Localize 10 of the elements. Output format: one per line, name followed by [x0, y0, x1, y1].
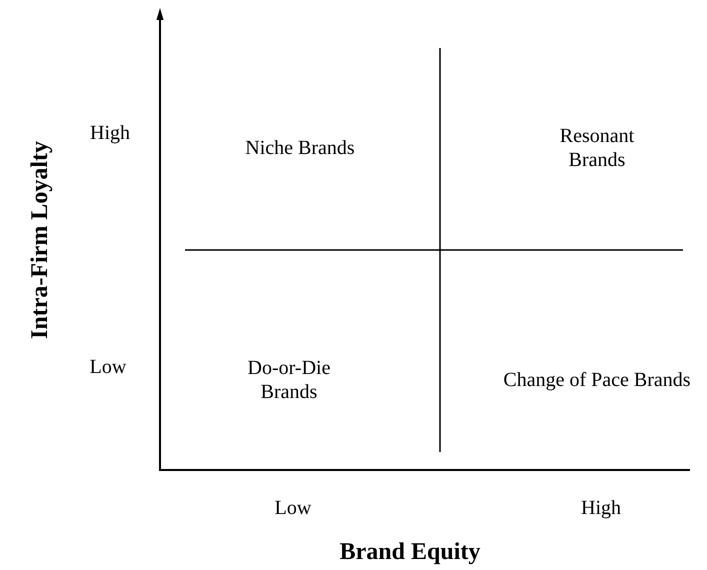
- quadrant-label: Change of Pace Brands: [502, 368, 692, 392]
- quadrant-label: Resonant Brands: [558, 124, 636, 172]
- axis-tick-label: Low: [274, 496, 312, 520]
- quadrant-label: Do-or-Die Brands: [246, 356, 332, 404]
- axis-title: Intra-Firm Loyalty: [28, 141, 52, 339]
- axis-tick-label: Low: [88, 355, 128, 379]
- axis-title: Brand Equity: [340, 540, 480, 564]
- axis-tick-label: High: [89, 121, 131, 145]
- quadrant-label: Niche Brands: [244, 136, 356, 160]
- axis-tick-label: High: [580, 496, 622, 520]
